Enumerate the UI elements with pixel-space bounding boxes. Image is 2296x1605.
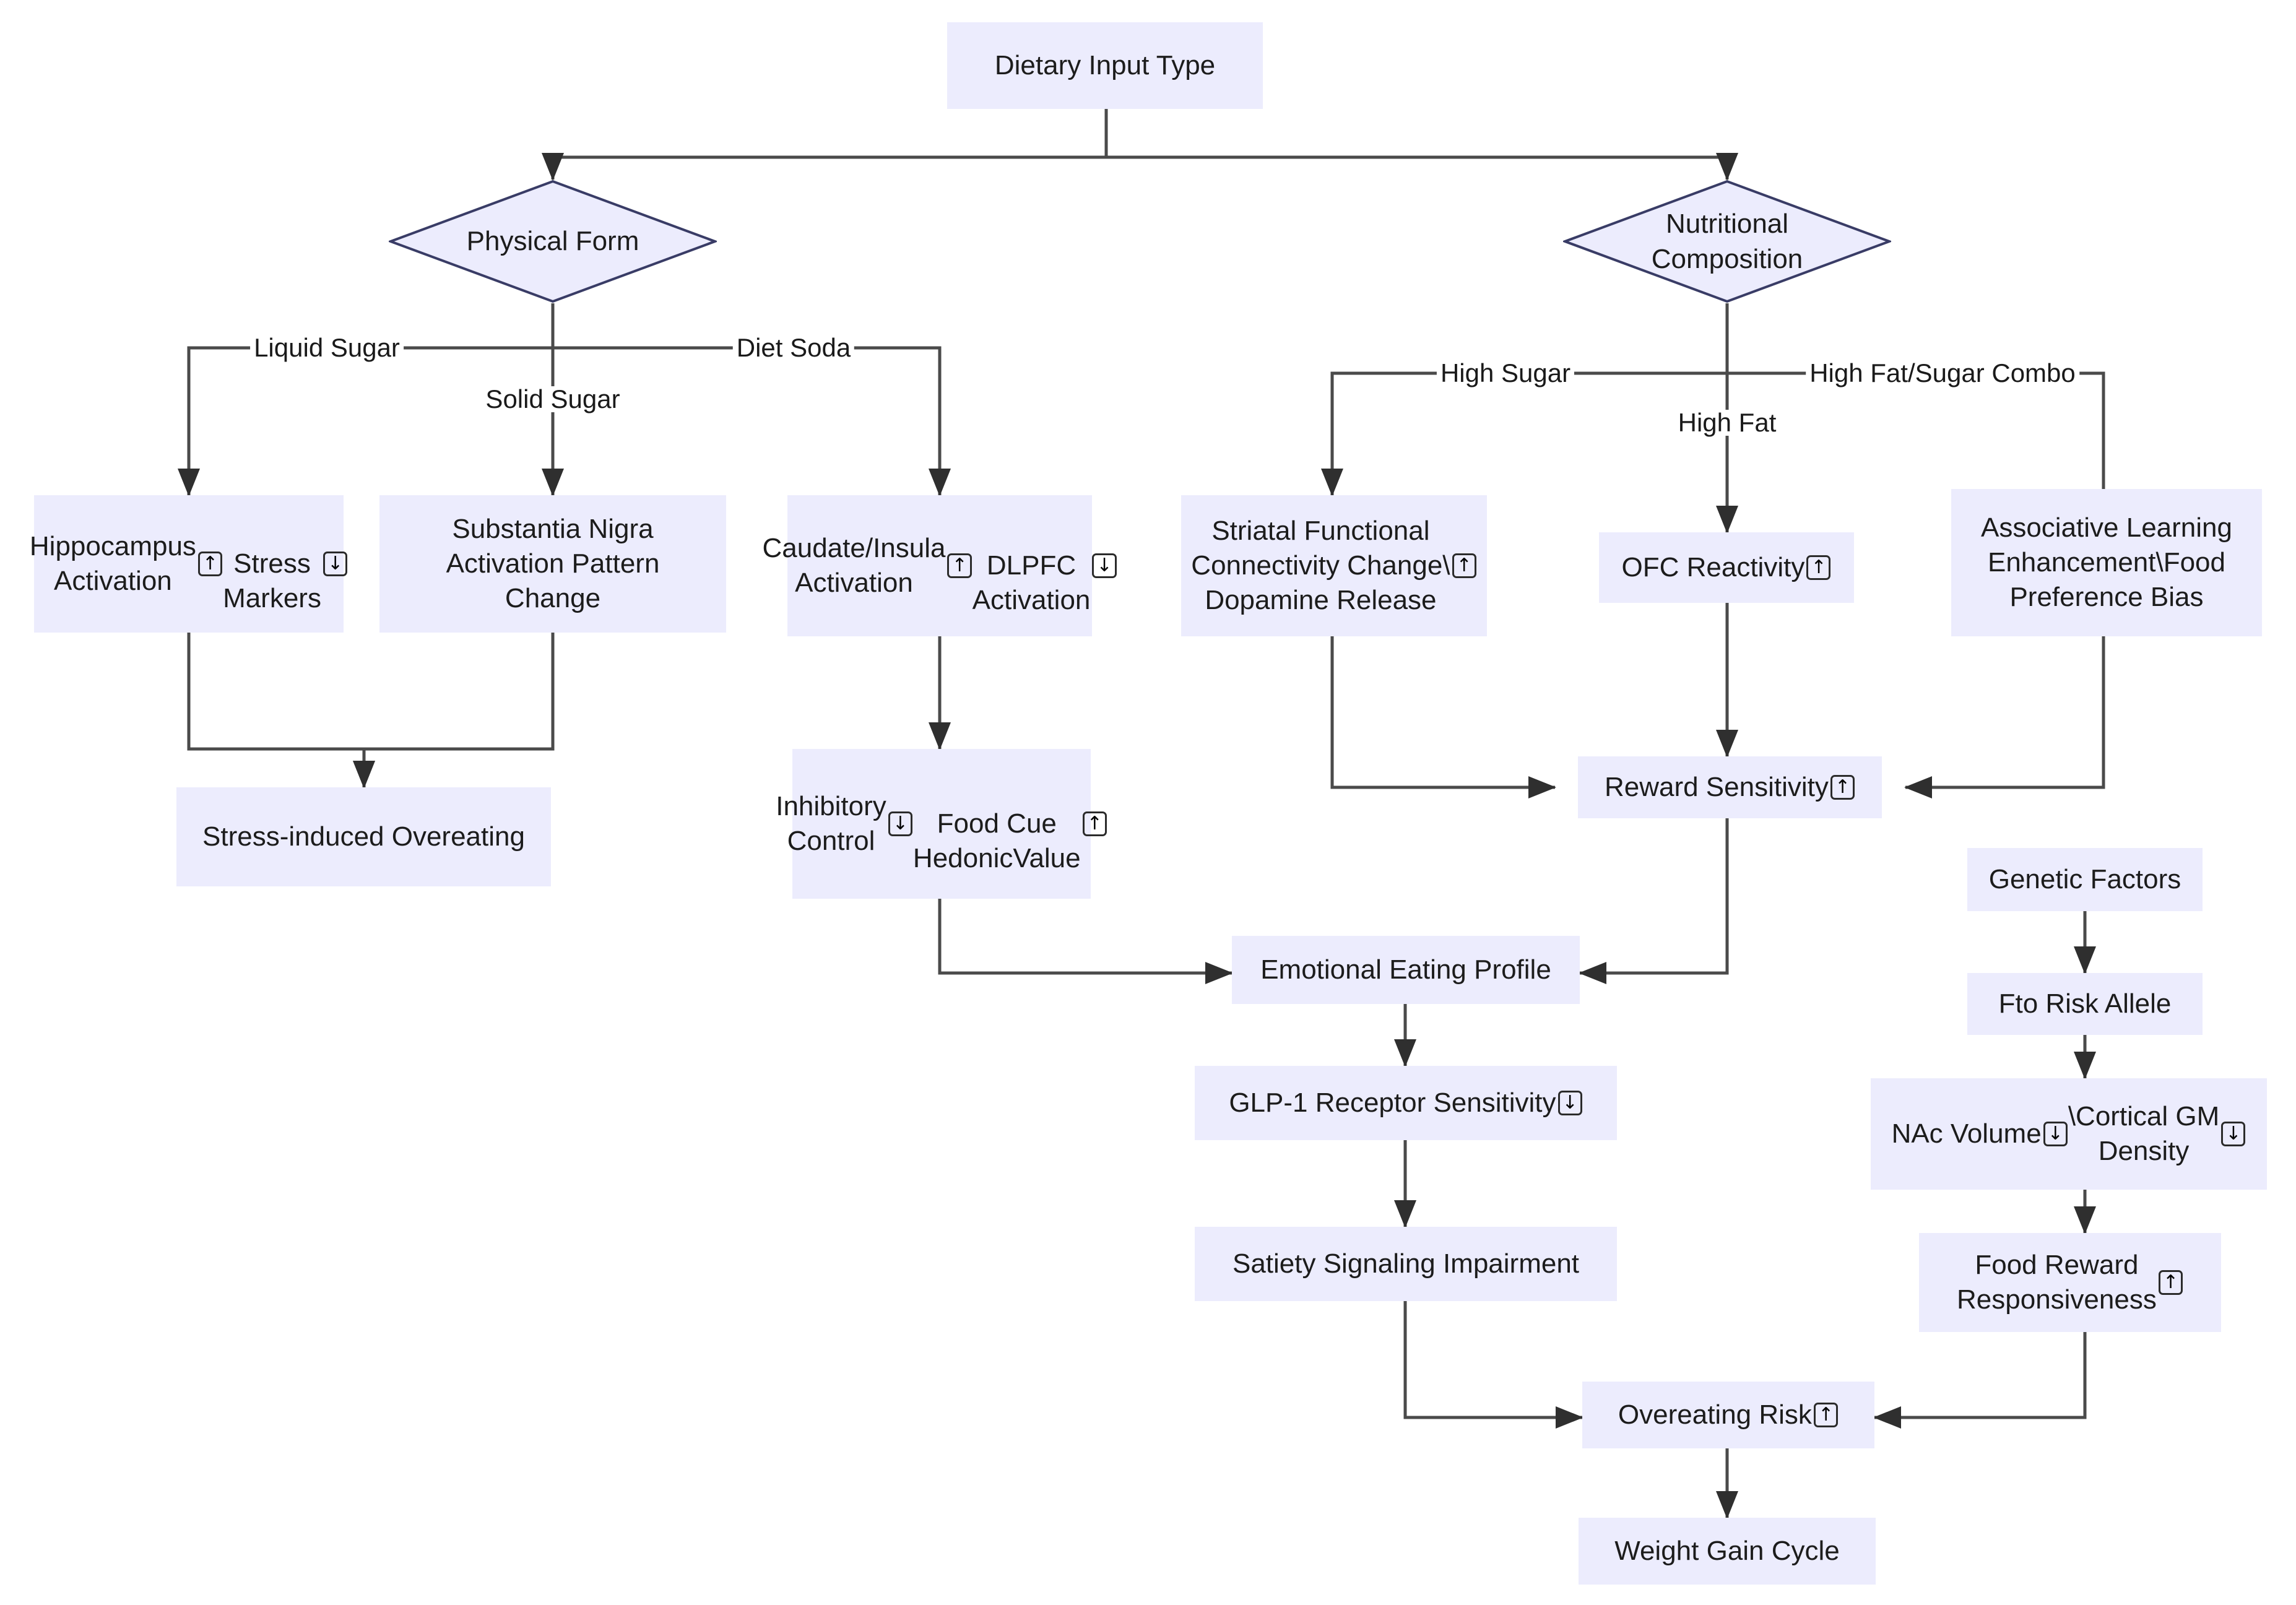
increase-arrow-icon: ↑ (1806, 555, 1831, 581)
edge-label-solid-sugar: Solid Sugar (482, 386, 624, 412)
node-emotional-eating-profile[interactable]: Emotional Eating Profile (1232, 936, 1580, 1004)
node-satiety-signaling-impairment[interactable]: Satiety Signaling Impairment (1195, 1227, 1617, 1301)
edge-label-liquid-sugar: Liquid Sugar (250, 335, 404, 361)
decrease-arrow-icon: ↓ (323, 551, 348, 577)
edge-label-diet-soda: Diet Soda (732, 335, 855, 361)
node-glp1-receptor-sensitivity[interactable]: GLP-1 Receptor Sensitivity↓ (1195, 1066, 1617, 1140)
node-reward-sensitivity[interactable]: Reward Sensitivity↑ (1578, 756, 1882, 818)
increase-arrow-icon: ↑ (1830, 774, 1855, 800)
node-physical-form[interactable]: Physical Form (389, 180, 717, 303)
increase-arrow-icon: ↑ (1082, 811, 1107, 837)
node-weight-gain-cycle[interactable]: Weight Gain Cycle (1579, 1518, 1876, 1585)
decrease-arrow-icon: ↓ (1092, 553, 1117, 579)
increase-arrow-icon: ↑ (1813, 1402, 1839, 1428)
increase-arrow-icon: ↑ (2158, 1270, 2183, 1296)
increase-arrow-icon: ↑ (197, 551, 223, 577)
decrease-arrow-icon: ↓ (2221, 1121, 2246, 1147)
decrease-arrow-icon: ↓ (1557, 1090, 1582, 1116)
node-genetic-factors[interactable]: Genetic Factors (1967, 848, 2203, 911)
increase-arrow-icon: ↑ (947, 553, 972, 579)
edge-label-high-sugar: High Sugar (1436, 360, 1575, 386)
diamond-shape (389, 180, 717, 303)
node-physical-form-label: Physical Form (466, 226, 639, 257)
edge-label-high-fat: High Fat (1674, 410, 1780, 436)
node-ofc-reactivity[interactable]: OFC Reactivity↑ (1599, 532, 1854, 603)
node-dietary-input-type[interactable]: Dietary Input Type (947, 22, 1263, 109)
decrease-arrow-icon: ↓ (2043, 1121, 2068, 1147)
diamond-shape (1563, 180, 1891, 303)
increase-arrow-icon: ↑ (1452, 553, 1476, 579)
node-stress-induced-overeating[interactable]: Stress-induced Overeating (176, 787, 551, 886)
node-overeating-risk[interactable]: Overeating Risk↑ (1582, 1382, 1874, 1448)
decrease-arrow-icon: ↓ (888, 811, 912, 837)
node-fto-risk-allele[interactable]: Fto Risk Allele (1967, 973, 2203, 1035)
edge-label-high-fat-sugar-combo: High Fat/Sugar Combo (1806, 360, 2079, 386)
